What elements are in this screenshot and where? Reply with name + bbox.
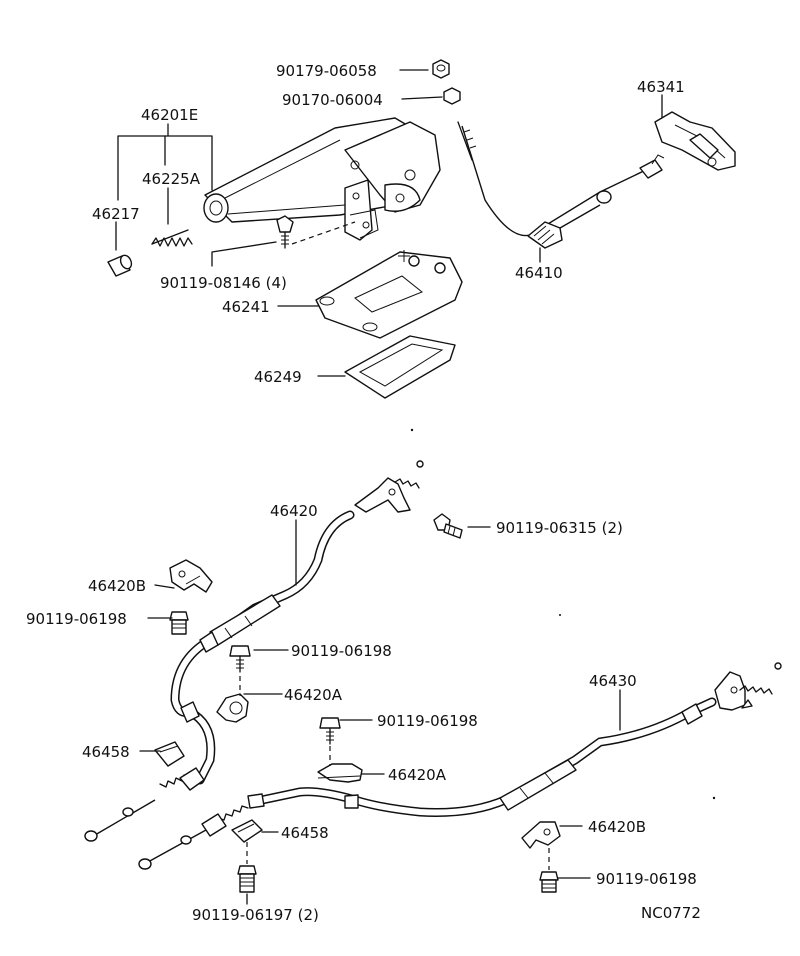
- callout-46217: 46217: [92, 205, 140, 223]
- callout-46410: 46410: [515, 264, 563, 282]
- cable-clip-46420a-lower: [317, 763, 363, 783]
- bolt-90119-06198-c: [319, 717, 341, 766]
- callout-46458-left: 46458: [82, 743, 130, 761]
- callout-46225a: 46225A: [142, 170, 201, 188]
- lever-pin: [107, 254, 133, 277]
- lever-base-plate: [315, 250, 463, 339]
- callout-46420a-lower: 46420A: [388, 766, 447, 784]
- bolt-90119-08146: [276, 215, 356, 249]
- callout-90119-06198-c: 90119-06198: [377, 712, 478, 730]
- callout-46458-lower: 46458: [281, 824, 329, 842]
- washer-90170-06004: [443, 87, 461, 105]
- callout-90119-08146: 90119-08146 (4): [160, 274, 287, 292]
- nut-90179-06058: [432, 59, 450, 79]
- cable-clip-46420b-right: [521, 821, 561, 849]
- left-rear-brake-cable: [84, 460, 424, 842]
- cable-clip-46420a-upper: [216, 693, 249, 723]
- callout-90119-06198-a: 90119-06198: [26, 610, 127, 628]
- callout-90119-06198-d: 90119-06198: [596, 870, 697, 888]
- callout-90119-06197: 90119-06197 (2): [192, 906, 319, 924]
- callout-46241: 46241: [222, 298, 270, 316]
- bolt-90119-06198-d: [539, 848, 559, 893]
- callout-46420b-right: 46420B: [588, 818, 646, 836]
- callout-labels: 90179-06058 90170-06004 46341 46201E 462…: [26, 62, 701, 924]
- callout-90119-06198-b: 90119-06198: [291, 642, 392, 660]
- upper-leader-lines: [115, 69, 663, 377]
- callout-46420: 46420: [270, 502, 318, 520]
- bolt-90119-06197: [237, 842, 257, 893]
- callout-46430: 46430: [589, 672, 637, 690]
- stray-dot: [410, 428, 414, 432]
- callout-46341: 46341: [637, 78, 685, 96]
- bolt-90119-06198-b: [229, 645, 251, 696]
- callout-46420b-left: 46420B: [88, 577, 146, 595]
- diagram-code: NC0772: [641, 904, 701, 922]
- equalizer-bracket: [654, 111, 736, 171]
- front-brake-cable: [457, 121, 665, 249]
- callout-46249: 46249: [254, 368, 302, 386]
- right-rear-brake-cable: [138, 662, 782, 870]
- callout-90119-06315: 90119-06315 (2): [496, 519, 623, 537]
- callout-90170-06004: 90170-06004: [282, 91, 383, 109]
- bolt-90119-06315: [433, 513, 463, 539]
- cable-clamp-46458-lower: [231, 819, 263, 843]
- stray-dot: [712, 796, 716, 800]
- lower-leader-lines: [139, 519, 621, 905]
- callout-90179-06058: 90179-06058: [276, 62, 377, 80]
- bolt-90119-06198-a: [169, 611, 189, 635]
- parking-brake-lever: [203, 117, 441, 241]
- cable-clip-46420b-left: [169, 559, 213, 593]
- callout-46420a-upper: 46420A: [284, 686, 343, 704]
- cable-clamp-46458-left: [154, 741, 185, 767]
- lever-boot-gasket: [344, 335, 456, 399]
- lever-spring: [151, 229, 193, 247]
- stray-dot: [559, 614, 561, 616]
- callout-46201e: 46201E: [141, 106, 198, 124]
